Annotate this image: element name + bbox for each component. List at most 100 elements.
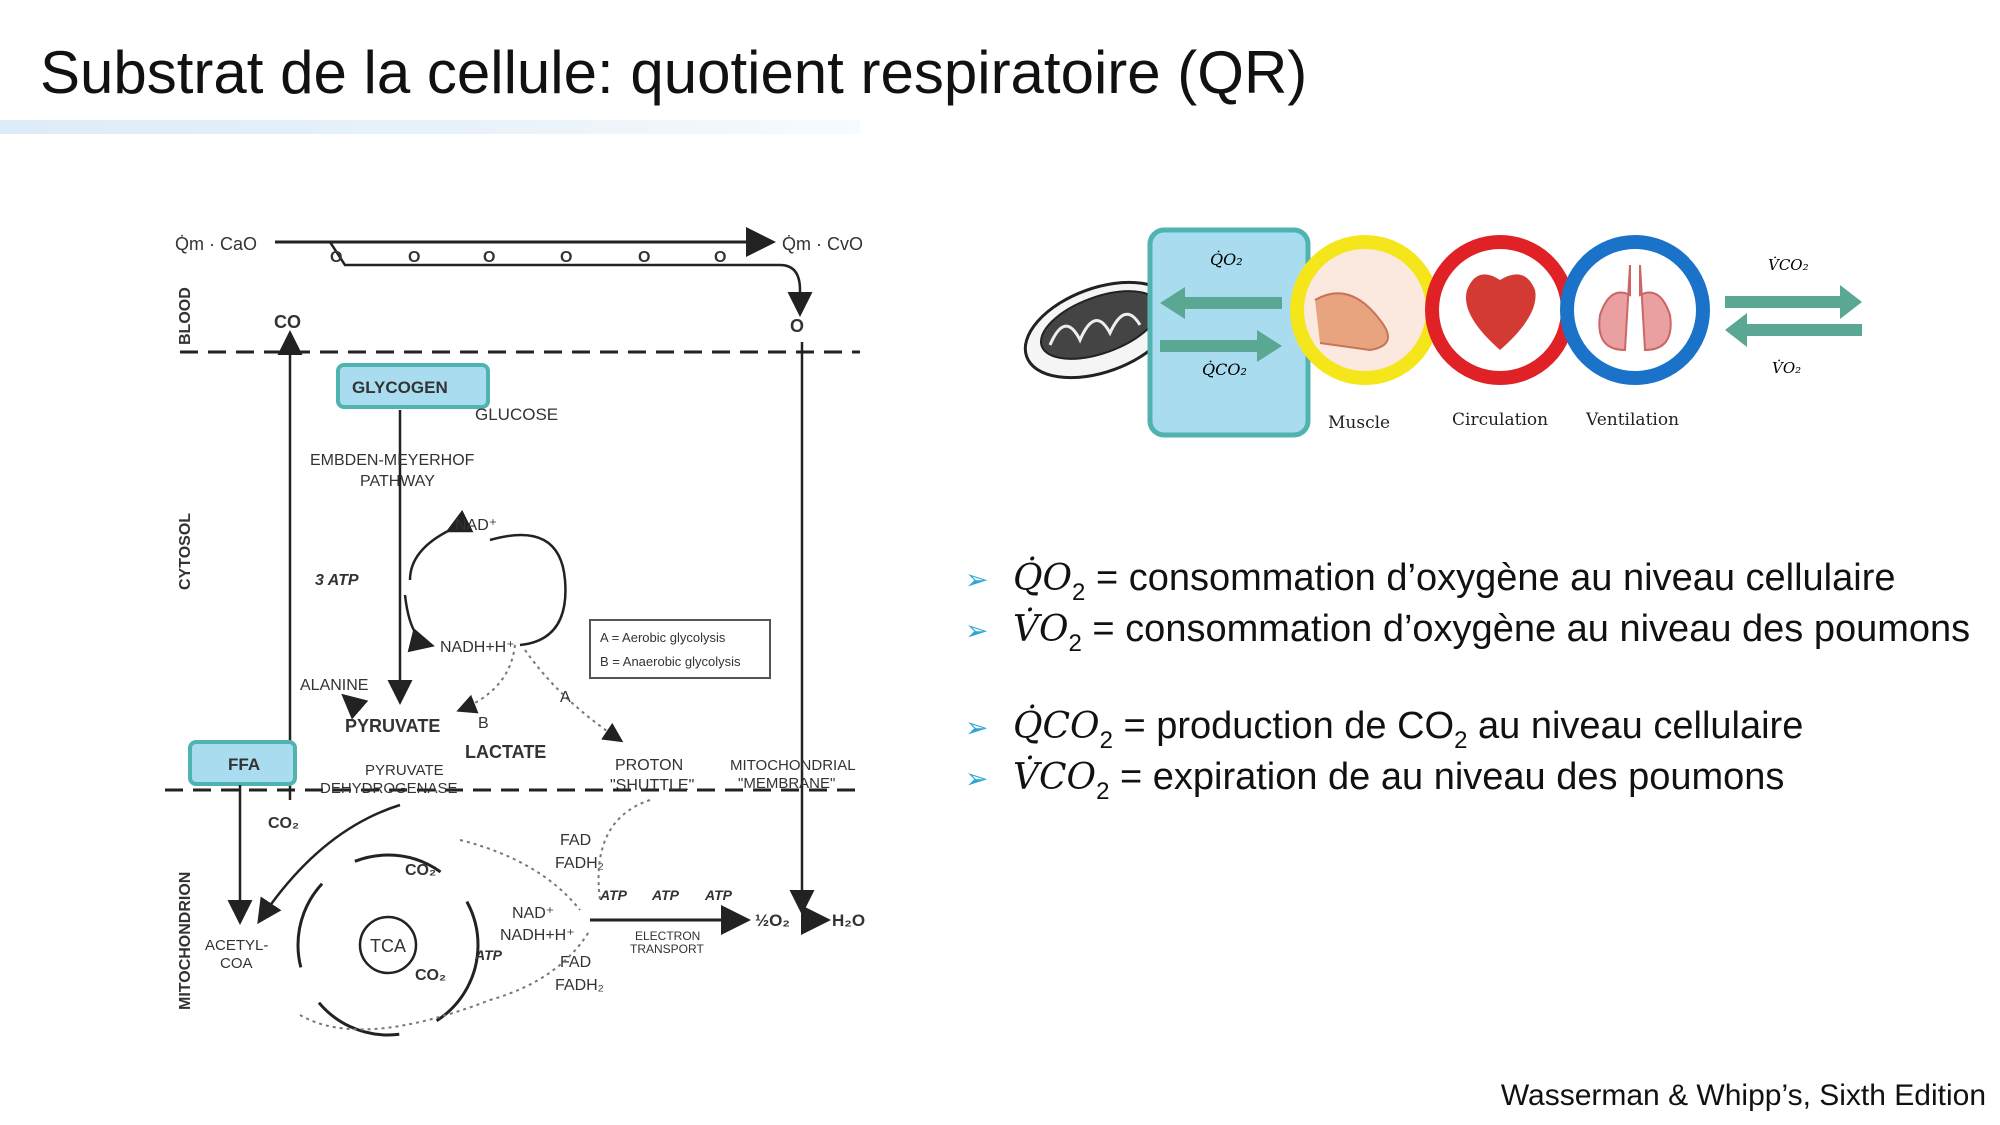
- o2-label-3: O: [483, 249, 495, 266]
- vo2-subscript: 2: [1068, 630, 1082, 657]
- o2-label-6: O: [714, 249, 726, 266]
- legend-aerobic: A = Aerobic glycolysis: [600, 630, 726, 645]
- mito-membrane-label-1: MITOCHONDRIAL: [730, 757, 856, 774]
- proton-label-2: "SHUTTLE": [610, 777, 694, 794]
- metabolism-diagram: Q̇m · CaO Q̇m · CvO O O O O O O CO O BLO…: [160, 220, 900, 1070]
- embden-label-1: EMBDEN-MEYERHOF: [310, 452, 475, 469]
- vco2-arrow: [1725, 285, 1862, 319]
- slide-title: Substrat de la cellule: quotient respira…: [40, 39, 1308, 106]
- bullet-qco2: ➢ Q̇CO2 = production de CO2 au niveau ce…: [965, 703, 1985, 754]
- qco2-subscript: 2: [1099, 727, 1113, 754]
- qm-cvo2-label: Q̇m · CvO: [782, 234, 863, 254]
- electron-label-1: ELECTRON: [635, 929, 700, 943]
- heart-shape: [1465, 274, 1536, 350]
- glucose-label: GLUCOSE: [475, 405, 558, 424]
- acetyl-label-1: ACETYL-: [205, 937, 268, 954]
- alanine-arrow: [341, 693, 369, 720]
- o2-label-5: O: [638, 249, 650, 266]
- nad-mito-label: NAD⁺: [512, 905, 554, 922]
- acetyl-arrow: [257, 803, 401, 925]
- dotted-path-b: [456, 644, 516, 714]
- dotted-path-nadh: [459, 839, 581, 911]
- proton-label-1: PROTON: [615, 757, 683, 774]
- arrow-right-icon: ➢: [965, 763, 989, 794]
- muscle-arm-shape: [1314, 292, 1389, 352]
- bullet-qo2: ➢ Q̇O2 = consommation d’oxygène au nivea…: [965, 555, 1985, 606]
- acetyl-label-2: COA: [220, 955, 253, 972]
- pyruvate-label: PYRUVATE: [345, 716, 440, 736]
- bullet-vco2: ➢ V̇CO2 = expiration de au niveau des po…: [965, 754, 1985, 805]
- label-a: A: [560, 689, 571, 706]
- qco2-symbol: Q̇CO: [1013, 706, 1100, 747]
- title-underline: [0, 120, 860, 134]
- arrow-right-icon: ➢: [965, 564, 989, 595]
- pdh-label-1: PYRUVATE: [365, 762, 444, 779]
- o2-label-2: O: [408, 249, 420, 266]
- arrow-right-icon: ➢: [965, 712, 989, 743]
- lungs-shape: [1598, 264, 1672, 352]
- vo2-symbol: V̇O: [1013, 609, 1069, 650]
- alanine-label: ALANINE: [300, 677, 368, 694]
- qco2-definition: au niveau cellulaire: [1467, 705, 1804, 747]
- qo2-definition: = consommation d’oxygène au niveau cellu…: [1085, 557, 1896, 599]
- nad-cycle-bottom: [403, 594, 435, 653]
- tca-label: TCA: [370, 936, 406, 956]
- vco2-symbol: V̇CO: [1013, 757, 1097, 798]
- muscle-label: Muscle: [1328, 413, 1390, 433]
- tca-circle: [358, 915, 418, 975]
- label-b: B: [478, 715, 489, 732]
- source-credit: Wasserman & Whipp’s, Sixth Edition: [1500, 1079, 1986, 1112]
- nad-top-label: NAD⁺: [455, 517, 497, 534]
- nad-cycle-right: [489, 533, 567, 647]
- ffa-box: [188, 740, 297, 786]
- qo2-subscript: 2: [1072, 579, 1086, 606]
- gas-exchange-figure: Q̇O₂ Q̇CO₂ Muscle Circulation Ventilatio…: [1020, 225, 1900, 455]
- dotted-path-shuttle: [597, 799, 651, 901]
- mito-membrane-label-2: "MEMBRANE": [738, 775, 835, 792]
- o2-release-line: [328, 241, 813, 317]
- circulation-label: Circulation: [1452, 410, 1548, 430]
- cytosol-region-label: CYTOSOL: [177, 513, 194, 590]
- co2-pdh-label: CO₂: [268, 815, 299, 832]
- vo2-label: V̇O₂: [1772, 359, 1801, 377]
- lungs-icon: [1560, 235, 1710, 385]
- electron-label-2: TRANSPORT: [630, 942, 704, 956]
- fadh-label-1: FADH₂: [555, 855, 604, 872]
- mitochondrion-region-label: MITOCHONDRION: [177, 872, 194, 1010]
- co2-subscript: 2: [1454, 727, 1468, 754]
- h2o-label: H₂O: [832, 911, 865, 930]
- fadh-label-2: FADH₂: [555, 977, 604, 994]
- vo2-arrow: [1725, 313, 1862, 347]
- qo2-symbol: Q̇O: [1013, 558, 1073, 599]
- o2-labels: O O O O O O: [330, 249, 726, 266]
- dotted-path-bottom: [299, 929, 591, 1031]
- fad-label-1: FAD: [560, 832, 591, 849]
- o2-right-label: O: [790, 316, 804, 336]
- qco2-arrow: [1160, 330, 1282, 362]
- ventilation-label: Ventilation: [1585, 410, 1679, 430]
- qo2-arrow: [1160, 287, 1282, 319]
- tca-cycle-loop: [296, 853, 480, 1037]
- qco2-definition-pre: = production de CO: [1112, 705, 1455, 747]
- co2-tca-label-1: CO₂: [405, 862, 436, 879]
- qm-cao2-label: Q̇m · CaO: [175, 234, 257, 254]
- arrow-right-icon: ➢: [965, 615, 989, 646]
- co2-top-label: CO: [274, 312, 301, 332]
- atp-label-3: ATP: [704, 887, 733, 903]
- glycogen-label: GLYCOGEN: [352, 378, 448, 397]
- nadh-mito-label: NADH+H⁺: [500, 927, 575, 944]
- o2-label-1: O: [330, 249, 342, 266]
- nadh-top-label: NADH+H⁺: [440, 639, 515, 656]
- ffa-label: FFA: [228, 755, 260, 774]
- nad-cycle-top: [408, 509, 474, 581]
- bullet-vo2: ➢ V̇O2 = consommation d’oxygène au nivea…: [965, 606, 1985, 657]
- definition-list: ➢ Q̇O2 = consommation d’oxygène au nivea…: [965, 555, 1985, 805]
- half-o2-label: ½O₂: [755, 911, 790, 930]
- qo2-label: Q̇O₂: [1210, 250, 1243, 269]
- co2-tca-label-2: CO₂: [415, 967, 446, 984]
- glycolysis-legend: [589, 619, 771, 679]
- blood-region-label: BLOOD: [177, 287, 194, 345]
- lactate-label: LACTATE: [465, 742, 546, 762]
- atp-label-1: ATP: [599, 887, 628, 903]
- fad-label-2: FAD: [560, 954, 591, 971]
